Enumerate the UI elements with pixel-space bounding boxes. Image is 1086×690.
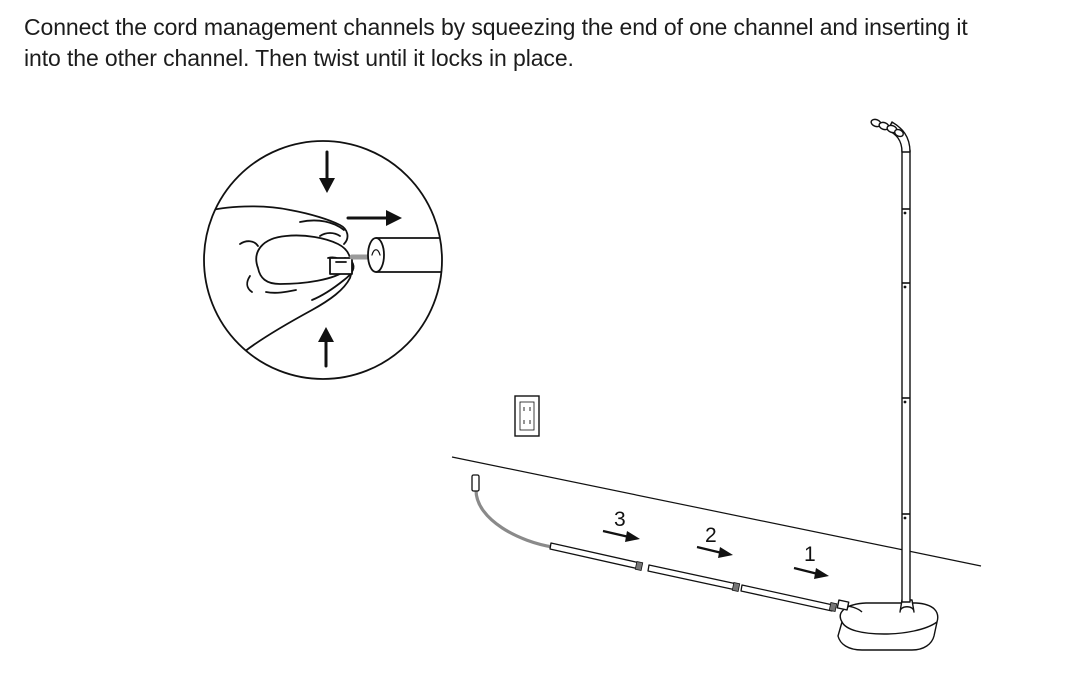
instruction-line-2: into the other channel. Then twist until… [24,45,574,71]
squeeze-up-arrow [318,327,334,368]
insert-right-arrow [346,210,402,226]
floor-line [451,456,982,567]
squeeze-down-arrow [319,150,335,193]
step-1-label: 1 [804,543,816,566]
stand-pole [901,149,911,603]
channel-1 [740,584,834,612]
channel-3 [549,542,641,570]
cord-channels [549,542,838,612]
step-1-marker: 1 [793,543,829,579]
cable-plug [471,474,480,492]
hand-squeezing-channel-icon [203,140,443,380]
step-3-marker: 3 [602,508,640,542]
stand-base [837,602,939,651]
power-cable [471,474,555,549]
instruction-text: Connect the cord management channels by … [24,12,1064,74]
microphone-head [870,118,904,138]
channel-2 [647,564,738,591]
step-2-marker: 2 [696,524,733,558]
wall-outlet-icon [514,395,540,437]
instruction-line-1: Connect the cord management channels by … [24,14,968,40]
step-2-label: 2 [705,524,717,547]
detail-circle [203,140,443,380]
microphone-floor-stand-icon [836,118,939,651]
step-3-label: 3 [614,508,626,531]
